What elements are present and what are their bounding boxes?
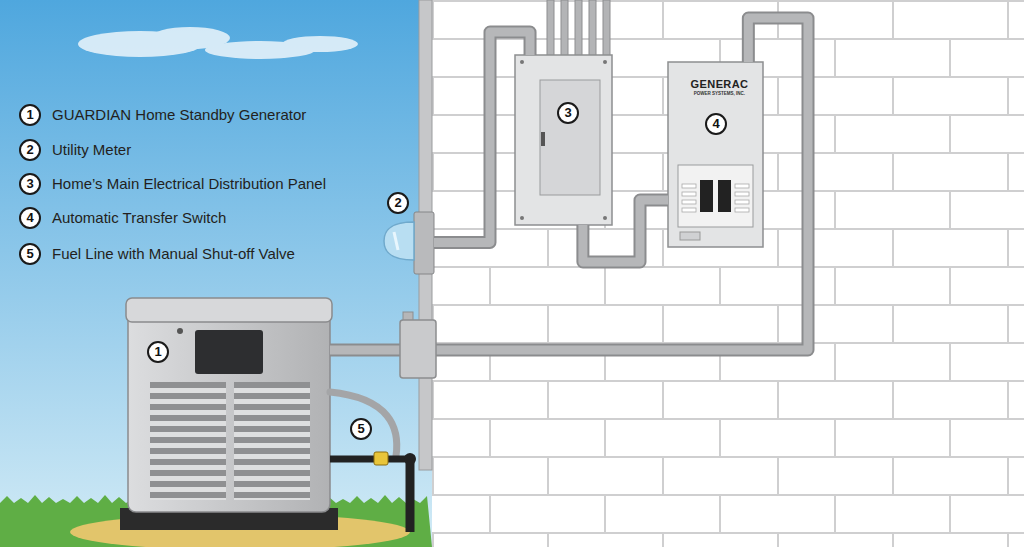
generator-body (128, 300, 330, 512)
conduit (547, 0, 554, 56)
meter-glare (394, 232, 398, 250)
brand-name: GENERAC (668, 78, 771, 90)
legend-text: Automatic Transfer Switch (52, 207, 226, 229)
callout-number: 5 (19, 243, 41, 265)
brand-subtitle: POWER SYSTEMS, INC. (668, 91, 771, 97)
flexible-fuel-hose (330, 392, 397, 456)
meter-dome (384, 222, 414, 260)
label-slot: 1 (19, 104, 41, 126)
conduit-outline (434, 32, 530, 242)
fuel-pipe (330, 456, 410, 463)
panel-latch (541, 132, 545, 146)
conduit-pipe (330, 18, 808, 350)
callout-number: 3 (557, 102, 579, 124)
breaker (682, 184, 696, 188)
transfer-switch: GENERACPOWER SYSTEMS, INC. 4 (668, 62, 771, 247)
callout-number: 2 (19, 139, 41, 161)
callout-number: 1 (147, 341, 169, 363)
callout-number: 2 (387, 192, 409, 214)
callout-number: 4 (705, 113, 727, 135)
label-slot: Fuel Line with Manual Shut-off Valve (52, 243, 295, 265)
shutoff-valve (374, 452, 388, 465)
breaker (735, 192, 749, 196)
legend-text: Home’s Main Electrical Distribution Pane… (52, 173, 326, 195)
label-slot: Home’s Main Electrical Distribution Pane… (52, 173, 326, 195)
switch-handle (700, 180, 713, 212)
meter-base (414, 212, 434, 274)
legend-text: GUARDIAN Home Standby Generator (52, 104, 306, 126)
switch-label-plate (678, 165, 753, 227)
distribution-panel: 3 (515, 55, 612, 225)
breaker (682, 200, 696, 204)
panel-cabinet (515, 55, 612, 225)
label-slot: 5 (350, 418, 372, 440)
conduit-outline (583, 200, 668, 262)
label-slot: 2 (19, 139, 41, 161)
conduit (330, 18, 808, 350)
sky (0, 0, 432, 547)
panel-door (540, 80, 600, 195)
generator-unit: 1 (128, 298, 330, 512)
status-light (177, 328, 183, 334)
conduit (561, 0, 568, 56)
screw (520, 60, 524, 64)
generator-louvers (234, 382, 310, 500)
wall-junction-box (400, 320, 436, 378)
conduit-pipe (583, 200, 668, 262)
utility-meter: 2 (384, 192, 434, 276)
breaker (682, 192, 696, 196)
breaker (735, 208, 749, 212)
switch-handle (718, 180, 731, 212)
legend-text: Fuel Line with Manual Shut-off Valve (52, 243, 295, 265)
label-slot: 5 (19, 243, 41, 265)
breakers (682, 184, 749, 212)
callout-number: 4 (19, 207, 41, 229)
label-slot: 3 (19, 173, 41, 195)
conduit-pipe (434, 32, 530, 242)
conduit (603, 0, 610, 56)
conduit (575, 0, 582, 56)
breaker (735, 200, 749, 204)
screw (603, 60, 607, 64)
generator-roof (126, 298, 332, 322)
cloud (78, 27, 358, 59)
screw (603, 216, 607, 220)
generator-window (195, 330, 263, 374)
conduit (434, 32, 530, 242)
cloud-puff (282, 36, 358, 52)
pipe-elbow (404, 453, 416, 465)
callout-number: 1 (19, 104, 41, 126)
legend-text: Utility Meter (52, 139, 131, 161)
panel-screws (520, 60, 607, 220)
breaker (735, 184, 749, 188)
conduit (589, 0, 596, 56)
switch-tag (680, 232, 700, 240)
label-slot: Automatic Transfer Switch (52, 207, 226, 229)
conduit-outline (330, 18, 808, 350)
breaker (682, 208, 696, 212)
generator-louvers (150, 382, 226, 500)
brick-wall (432, 0, 1024, 547)
fuel-riser (406, 455, 415, 532)
conduit (583, 200, 668, 262)
label-slot: Utility Meter (52, 139, 131, 161)
label-slot: GUARDIAN Home Standby Generator (52, 104, 306, 126)
callout-number: 3 (19, 173, 41, 195)
callout-number: 5 (350, 418, 372, 440)
panel-conduits (547, 0, 610, 56)
label-slot: 4 (19, 207, 41, 229)
screw (520, 216, 524, 220)
